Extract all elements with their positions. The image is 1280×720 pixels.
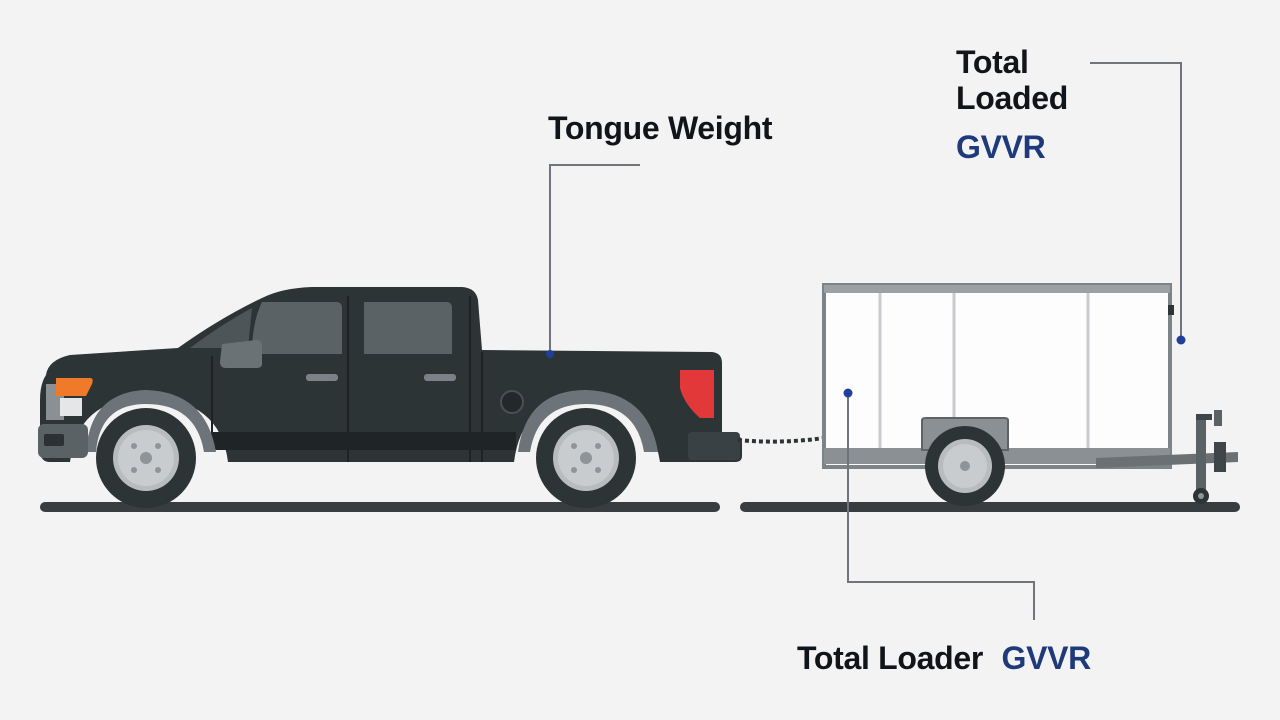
total-loaded-leader [1090, 62, 1182, 340]
tongue-weight-dot [546, 350, 554, 358]
trailer-marker-light [1168, 305, 1174, 315]
truck-fog-light [44, 434, 64, 446]
total-loader-leader [847, 393, 1035, 620]
hitch-chain [737, 436, 825, 444]
tongue-weight-leader [549, 164, 640, 354]
total-loader-rating: GVVR [1001, 640, 1092, 676]
total-loaded-dot [1176, 335, 1186, 345]
trailer-jack [1193, 410, 1226, 504]
leader-dots [546, 335, 1186, 398]
ground-shadow [40, 502, 1240, 512]
truck-rear-window [364, 302, 452, 354]
total-loaded-rating: GVVR [956, 129, 1046, 165]
total-loader-text: Total Loader [797, 640, 984, 676]
truck-rear-bumper [688, 432, 740, 460]
leader-lines [549, 62, 1182, 620]
tongue-weight-label: Tongue Weight [548, 110, 773, 146]
truck-mirror [220, 340, 262, 368]
truck-front-wheel [96, 408, 196, 508]
total-loaded-line2: Loaded [956, 80, 1068, 116]
trailer-box-top [824, 285, 1170, 293]
total-loaded-line1: Total [956, 44, 1029, 80]
truck-tail-light [680, 370, 714, 418]
truck-door-handle [424, 374, 456, 381]
pickup-truck [38, 287, 742, 508]
truck-front-arch [86, 390, 216, 452]
truck-windshield [190, 308, 252, 348]
total-loader-dot [843, 388, 853, 398]
truck-rocker-panel [212, 432, 516, 450]
truck-fuel-cap [500, 390, 524, 414]
truck-headlight-lens [60, 398, 82, 416]
truck-front-window [252, 302, 342, 354]
truck-headlight [56, 378, 93, 396]
total-loaded-callout: Total Loaded GVVR [956, 44, 1068, 165]
truck-rear-wheel [536, 408, 636, 508]
truck-door-handle [306, 374, 338, 381]
total-loader-callout: Total Loader GVVR [797, 640, 1091, 677]
enclosed-trailer [822, 283, 1238, 506]
trailer-wheel [925, 426, 1005, 506]
truck-rear-arch [518, 390, 658, 452]
